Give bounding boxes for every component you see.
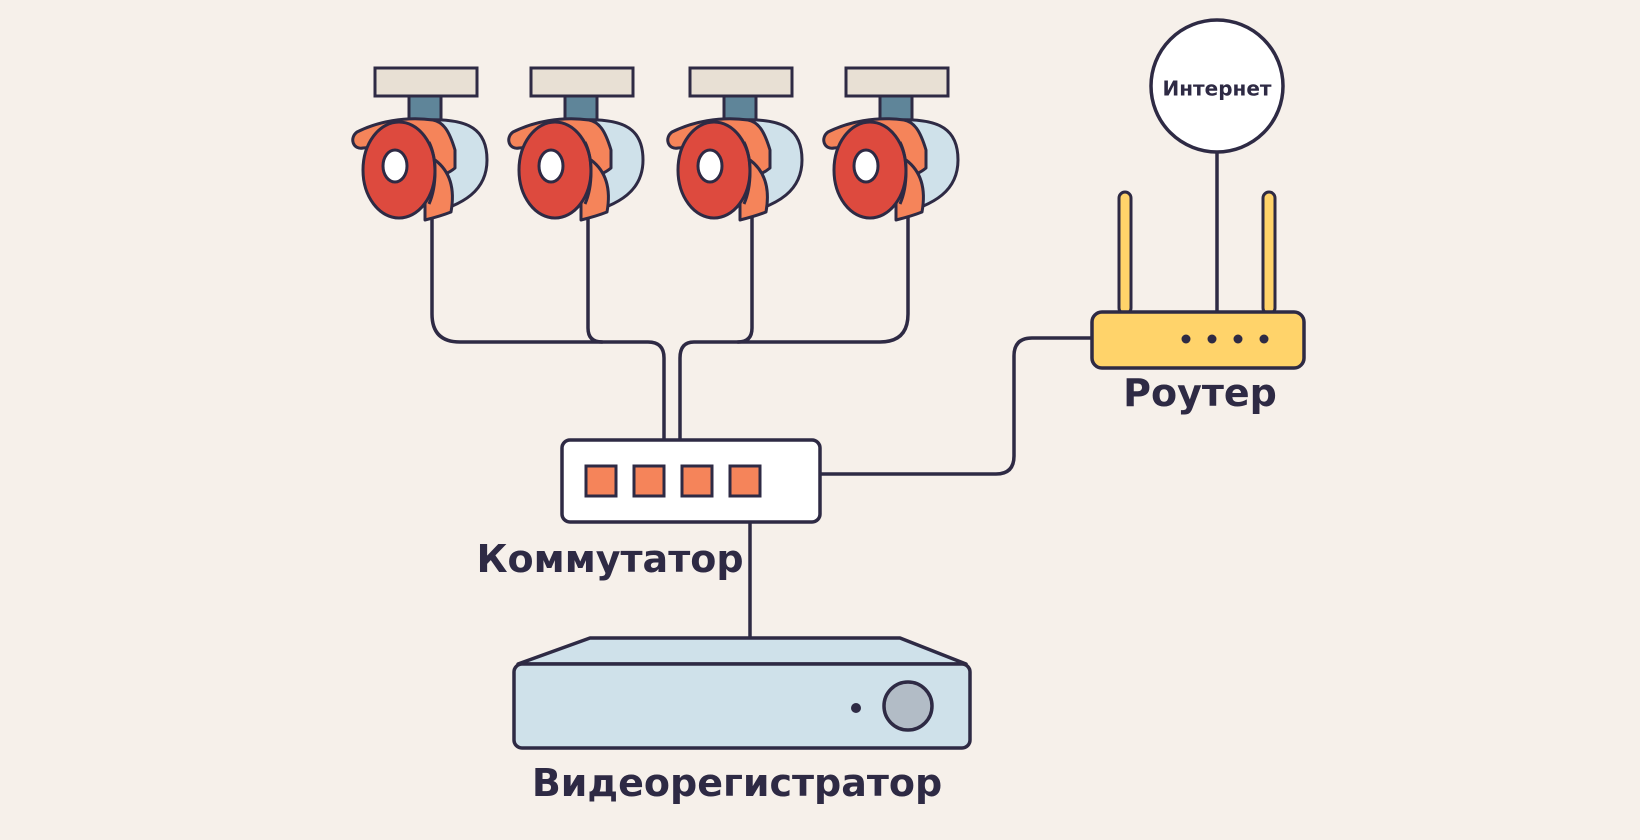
router-led bbox=[1181, 334, 1191, 344]
cameras bbox=[351, 66, 960, 222]
router-body bbox=[1090, 310, 1306, 370]
internet-node: Интернет bbox=[1149, 18, 1285, 154]
router-led bbox=[1207, 334, 1217, 344]
router-label: Роутер bbox=[1123, 371, 1277, 415]
dvr-indicator-dot bbox=[851, 703, 861, 713]
camera-2 bbox=[507, 66, 645, 222]
switch-port bbox=[584, 464, 618, 498]
dvr-top bbox=[516, 636, 968, 666]
router-antenna-right bbox=[1261, 190, 1277, 316]
cable-camera-2 bbox=[586, 213, 604, 344]
dvr-knob bbox=[882, 680, 934, 732]
switch-port bbox=[728, 464, 762, 498]
switch: Коммутатор bbox=[476, 438, 822, 581]
switch-ports bbox=[584, 464, 762, 498]
dvr-body bbox=[512, 662, 972, 750]
cables bbox=[430, 150, 1219, 640]
camera-1 bbox=[351, 66, 489, 222]
router-led bbox=[1233, 334, 1243, 344]
cable-switch-router bbox=[818, 336, 1094, 476]
dvr-label: Видеорегистратор bbox=[532, 761, 942, 805]
cable-camera-4 bbox=[678, 213, 910, 442]
router-antenna-left bbox=[1117, 190, 1133, 316]
camera-3 bbox=[666, 66, 804, 222]
cable-camera-1 bbox=[430, 213, 666, 442]
internet-label: Интернет bbox=[1162, 77, 1271, 101]
switch-label: Коммутатор bbox=[476, 537, 743, 581]
switch-port bbox=[680, 464, 714, 498]
router-led bbox=[1259, 334, 1269, 344]
router-leds bbox=[1181, 334, 1269, 344]
dvr: Видеорегистратор bbox=[512, 636, 972, 805]
camera-4 bbox=[822, 66, 960, 222]
switch-port bbox=[632, 464, 666, 498]
cable-camera-3 bbox=[736, 213, 754, 344]
router: Роутер bbox=[1090, 190, 1306, 415]
